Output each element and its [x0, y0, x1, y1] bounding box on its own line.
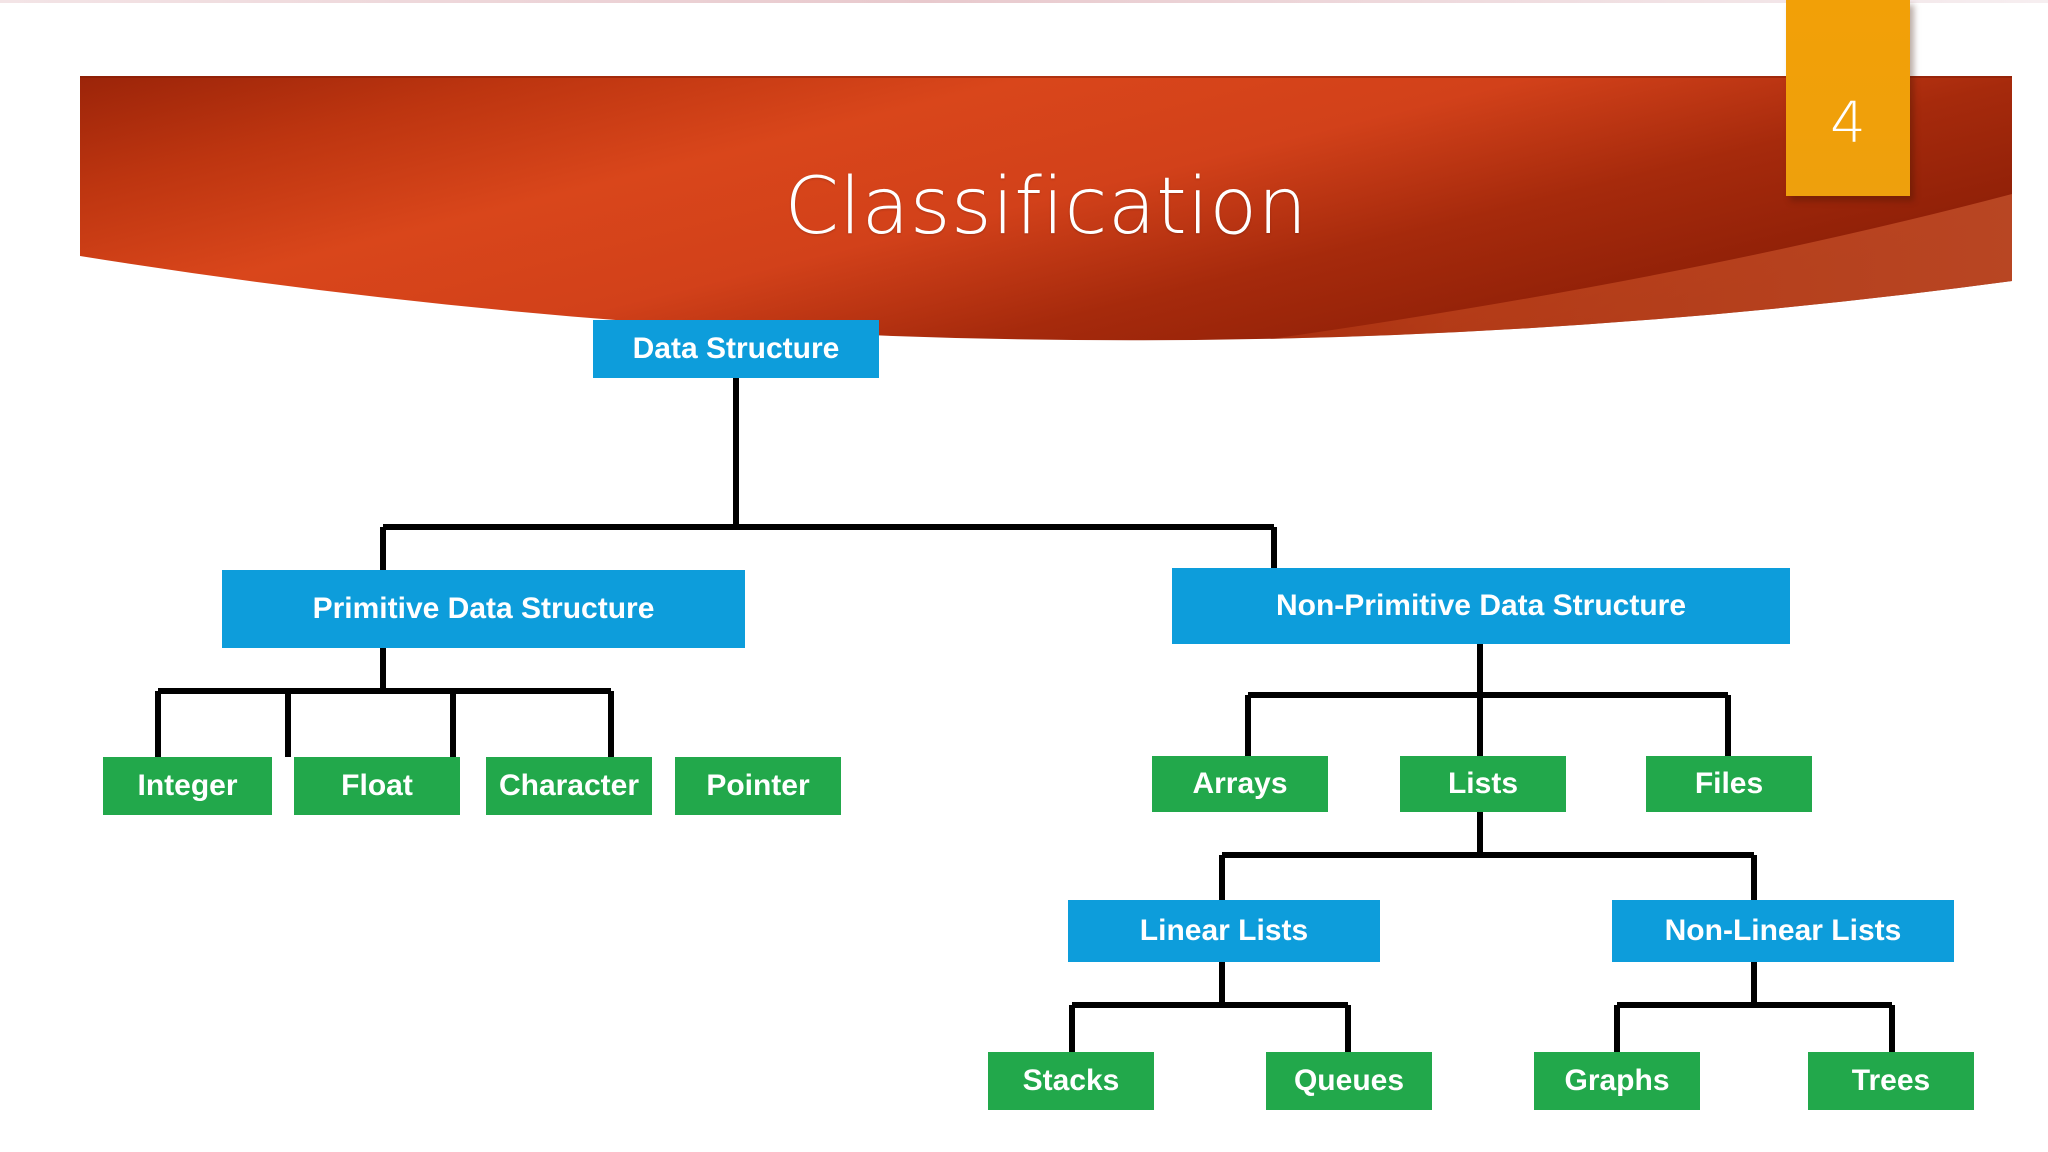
node-pointer[interactable]: Pointer	[675, 757, 841, 815]
node-label: Pointer	[706, 769, 810, 802]
node-float[interactable]: Float	[294, 757, 460, 815]
node-label: Trees	[1851, 1064, 1931, 1097]
node-label: Lists	[1447, 767, 1519, 800]
node-arrays[interactable]: Arrays	[1152, 756, 1328, 812]
node-label: Float	[341, 769, 413, 802]
node-label: Queues	[1293, 1064, 1405, 1097]
page-title: Classification	[784, 162, 1308, 252]
node-graphs[interactable]: Graphs	[1534, 1052, 1700, 1110]
node-files[interactable]: Files	[1646, 756, 1812, 812]
node-lists[interactable]: Lists	[1400, 756, 1566, 812]
node-label: Stacks	[1022, 1064, 1120, 1097]
slide-number-text: 4	[1830, 91, 1866, 156]
node-non-primitive-data-structure[interactable]: Non-Primitive Data Structure	[1172, 568, 1790, 644]
node-non-linear-lists[interactable]: Non-Linear Lists	[1612, 900, 1954, 962]
node-character-box[interactable]: Character	[486, 757, 652, 815]
node-label: Graphs	[1564, 1064, 1670, 1097]
node-trees[interactable]: Trees	[1808, 1052, 1974, 1110]
node-integer[interactable]: Integer	[103, 757, 272, 815]
node-label: Non-Primitive Data Structure	[1275, 589, 1687, 622]
node-stacks[interactable]: Stacks	[988, 1052, 1154, 1110]
node-label: Non-Linear Lists	[1664, 914, 1902, 947]
node-label: Data Structure	[632, 332, 840, 365]
node-primitive-data-structure[interactable]: Primitive Data Structure	[222, 570, 745, 648]
node-label: Primitive Data Structure	[312, 592, 655, 625]
node-label: Arrays	[1192, 767, 1288, 800]
node-data-structure[interactable]: Data Structure	[593, 320, 879, 378]
node-linear-lists[interactable]: Linear Lists	[1068, 900, 1380, 962]
slide-number-badge: 4	[1786, 0, 1910, 196]
node-label: Files	[1694, 767, 1764, 800]
node-label: Linear Lists	[1139, 914, 1309, 947]
node-queues[interactable]: Queues	[1266, 1052, 1432, 1110]
node-label: Character	[498, 769, 640, 802]
top-hairline	[0, 0, 2048, 3]
node-label: Integer	[137, 769, 238, 802]
title-banner	[80, 76, 2012, 361]
